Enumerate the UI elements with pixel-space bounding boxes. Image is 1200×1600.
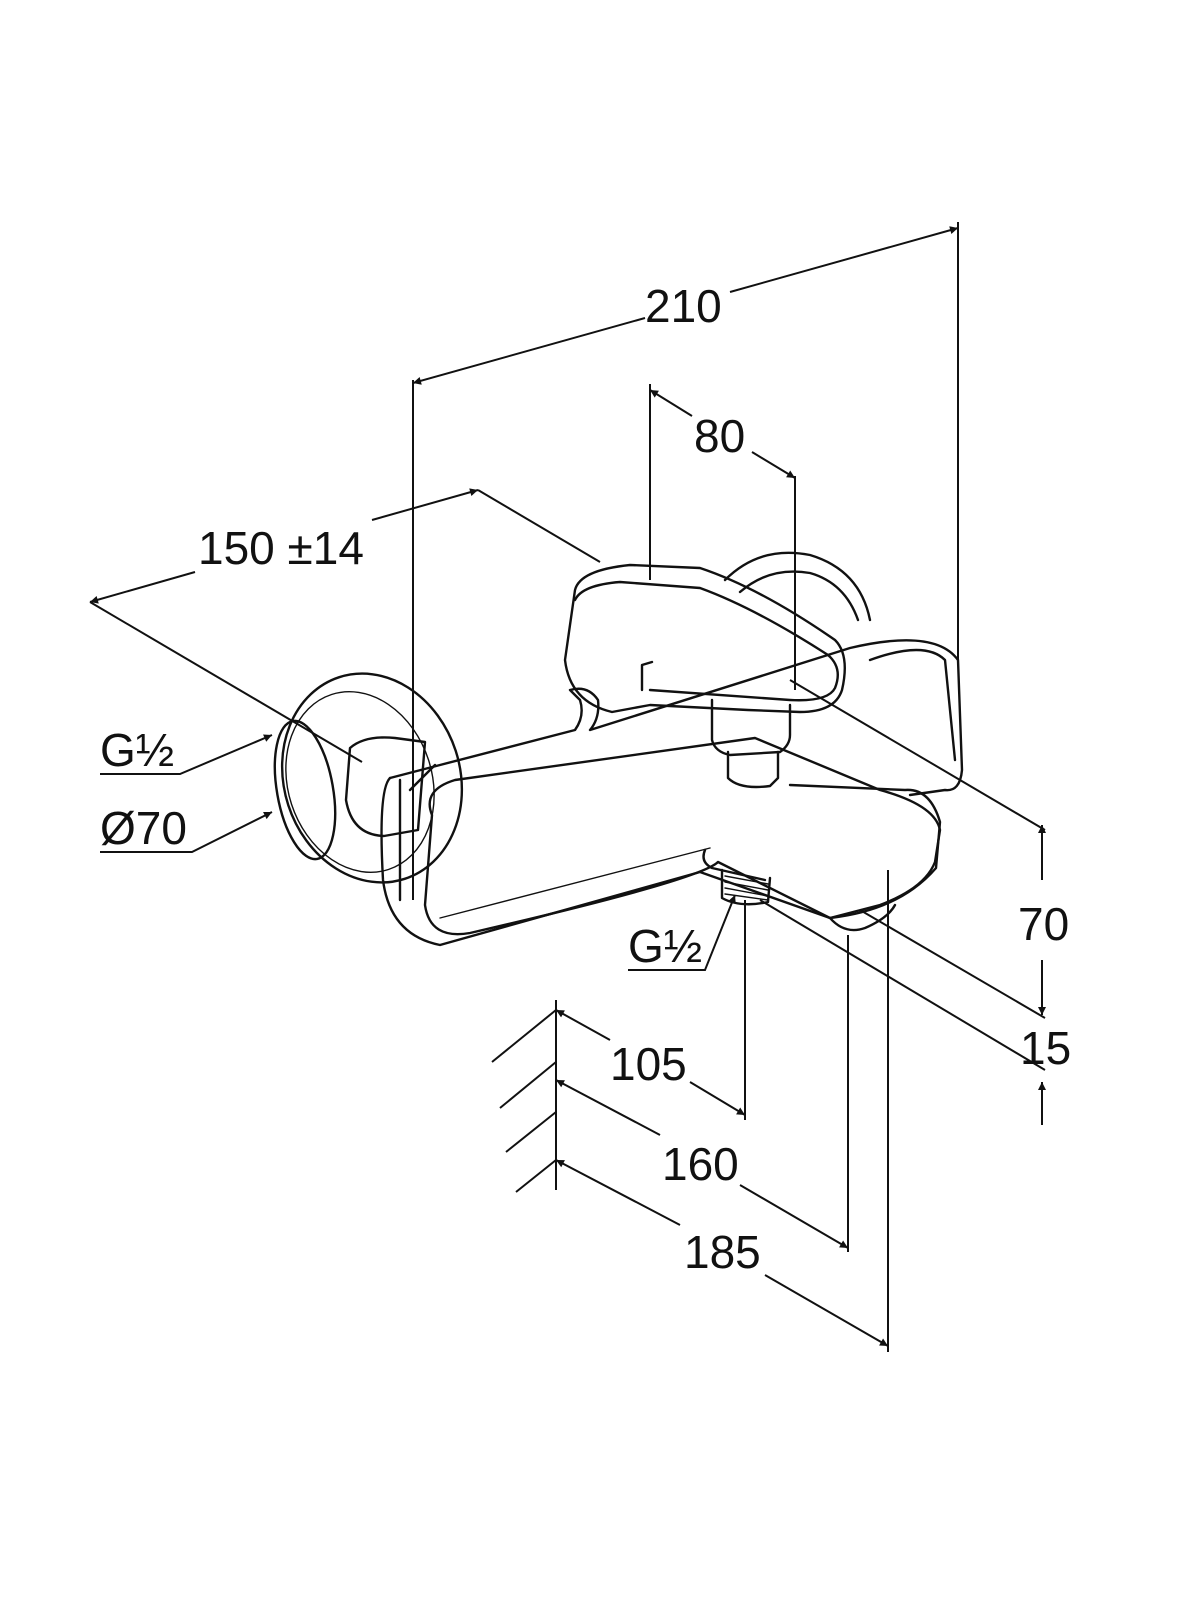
label-height: 70 — [1018, 898, 1069, 950]
dim-70-bottom-ext — [859, 909, 1046, 1019]
leader-outlet-thread — [628, 894, 736, 971]
dim-150-line-b — [371, 488, 479, 521]
dim-185-line-a — [555, 1159, 681, 1226]
dimension-labels: 210 80 150 ±14 G½ Ø70 G½ 70 15 105 160 1… — [100, 280, 1071, 1278]
mixer-body — [380, 639, 964, 947]
dim-150-line-a — [89, 571, 196, 604]
faucet-illustration — [273, 551, 964, 1193]
label-outlet-gap: 15 — [1020, 1022, 1071, 1074]
dim-210-line-a — [412, 317, 646, 385]
label-body-depth: 185 — [684, 1226, 761, 1278]
label-spout-distance: 160 — [662, 1138, 739, 1190]
dim-150-left-ext — [89, 601, 363, 763]
dim-185-line-b — [764, 1274, 889, 1347]
label-outlet-distance: 105 — [610, 1038, 687, 1090]
dim-160-line-a — [555, 1079, 661, 1136]
label-wall-projection: 150 ±14 — [198, 522, 364, 574]
leader-escutcheon-diameter — [100, 811, 273, 853]
left-escutcheon — [273, 672, 464, 884]
leader-inlet-thread — [100, 734, 273, 775]
dim-210-line-b — [729, 226, 959, 293]
dim-80-line-a — [649, 389, 693, 417]
label-inlet-thread: G½ — [100, 724, 174, 776]
label-escutcheon-diameter: Ø70 — [100, 802, 187, 854]
dim-80-line-b — [751, 451, 796, 479]
dim-160-line-b — [739, 1184, 849, 1249]
wall-hatch — [491, 1000, 557, 1193]
dim-70-top-ext — [789, 679, 1046, 831]
lever-handle — [563, 563, 846, 789]
dim-15-ext — [759, 899, 1046, 1071]
right-escutcheon — [723, 551, 872, 622]
dimension-lines — [89, 222, 1046, 1352]
label-overall-width: 210 — [645, 280, 722, 332]
label-outlet-thread: G½ — [628, 920, 702, 972]
label-lever-width: 80 — [694, 410, 745, 462]
dim-105-line-a — [555, 1009, 611, 1041]
outlet-thread-fitting — [702, 848, 772, 906]
dim-105-line-b — [689, 1081, 746, 1116]
dim-150-right-ext — [477, 489, 601, 563]
